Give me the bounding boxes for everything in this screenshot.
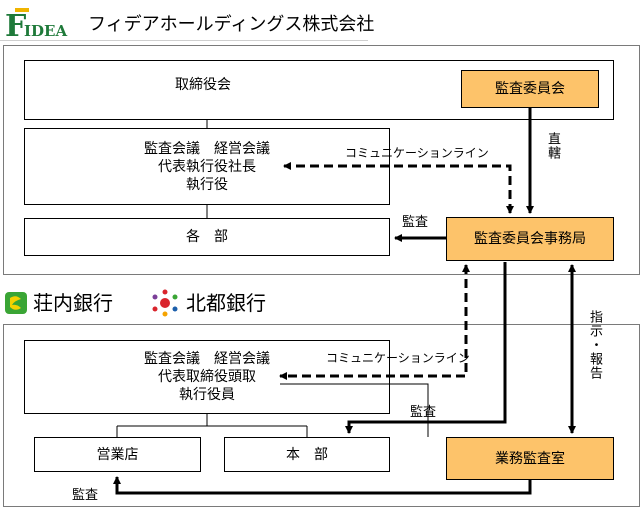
hokuto-bank-logo: 北都銀行: [150, 288, 290, 318]
management-meeting-line1: 監査会議 経営会議: [144, 140, 270, 157]
instruction-report-label: 指示・報告: [587, 310, 602, 380]
bank1-name: 荘内銀行: [33, 291, 113, 315]
direct-label: 直轄: [545, 132, 560, 160]
bank2-name: 北都銀行: [186, 291, 266, 315]
shonai-bank-icon: [5, 292, 27, 314]
holdings-audit-label: 監査: [402, 215, 429, 230]
bank-audit-hq-arrow: [345, 262, 507, 434]
bank-meeting-line1: 監査会議 経営会議: [144, 351, 270, 367]
headquarters-box: 本 部: [224, 437, 390, 472]
internal-audit-box: 業務監査室: [446, 437, 614, 480]
board-label: 取締役会: [175, 77, 231, 93]
holdings-communication-line-label: コミュニケーションライン: [345, 146, 489, 160]
svg-text:IDEA: IDEA: [24, 22, 67, 40]
management-meeting-line3: 執行役: [186, 176, 228, 193]
branches-box: 営業店: [34, 437, 201, 472]
management-meeting-line2: 代表執行役社長: [158, 158, 256, 175]
company-name: フィデアホールディングス株式会社: [88, 14, 375, 35]
audit-committee-box: 監査委員会: [461, 70, 599, 108]
shonai-bank-logo: 荘内銀行: [5, 288, 143, 318]
audit-office-box: 監査委員会事務局: [446, 217, 614, 261]
bank-audit-label-branches: 監査: [72, 488, 99, 503]
bank-meeting-line2: 代表取締役頭取: [158, 369, 256, 385]
bank-communication-arrow: [279, 264, 470, 380]
bank-meeting-line3: 執行役員: [179, 387, 235, 403]
bank-audit-label-hq: 監査: [410, 405, 437, 420]
bank-meeting-to-audit-line: [280, 383, 429, 437]
header-divider: [0, 40, 368, 41]
hokuto-bank-icon: [152, 289, 178, 317]
departments-box: 各 部: [24, 218, 390, 256]
bank-audit-branches-arrow: [113, 476, 532, 495]
holdings-communication-arrow: [283, 162, 514, 214]
fidea-logo: F IDEA: [5, 6, 85, 44]
svg-text:F: F: [5, 9, 26, 40]
